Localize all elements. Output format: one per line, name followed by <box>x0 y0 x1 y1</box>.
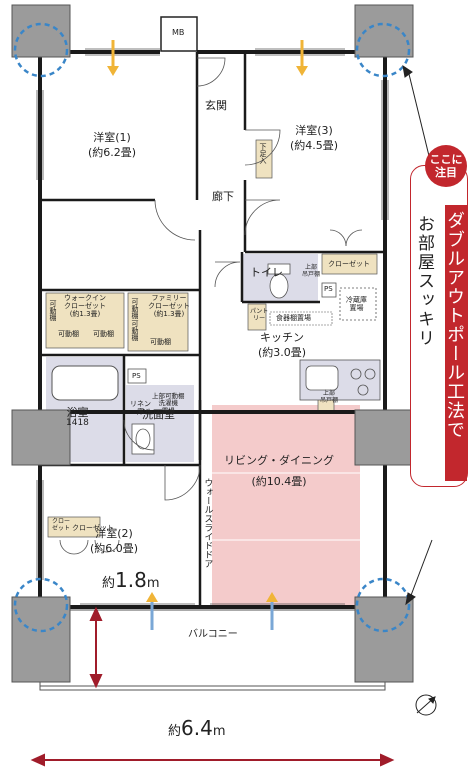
ps-box-wash <box>127 368 147 384</box>
toilet-icon <box>267 263 291 299</box>
walkin-shelf-label: 可動棚 <box>49 300 58 321</box>
fridge-label: 冷蔵庫 置場 <box>346 296 367 313</box>
walkin-shelf-bottom-1: 可動棚 <box>58 330 79 338</box>
bathtub <box>51 365 119 401</box>
callout-title: ダブルアウトポール工法で <box>445 205 467 481</box>
washer-label: 上部可動棚 洗濯機 置場 <box>152 392 185 415</box>
closet2-area <box>47 516 101 538</box>
linen-label: リネン 庫 <box>130 400 151 417</box>
room-washroom: 洗面室 <box>142 408 175 421</box>
dish-shelf-box <box>269 311 333 326</box>
basin-icon <box>131 423 155 455</box>
shoe-cabinet-label: 下足入 <box>259 143 268 164</box>
room-western1: 洋室(1) (約6.2畳) <box>88 131 137 159</box>
fridge-box <box>339 287 377 321</box>
ps-label-wash: PS <box>132 372 141 380</box>
dimension-lines <box>30 606 395 767</box>
pantry-label: パント リー <box>250 308 269 322</box>
wall-slide-door-label: ウォールスライドドア <box>202 478 213 568</box>
outpole-circles <box>13 22 411 633</box>
mb-label: MB <box>172 28 185 37</box>
closet2-short-label: クロー ゼット <box>52 518 71 532</box>
room-balcony: バルコニー <box>188 629 238 640</box>
room-kitchen: キッチン (約3.0畳) <box>258 331 307 359</box>
callout-subtitle: お部屋スッキリ <box>414 215 434 348</box>
room-hallway: 廊下 <box>212 190 234 203</box>
pantry-area <box>247 303 267 331</box>
ps-label-kitchen: PS <box>324 285 333 293</box>
closet2-label: クローゼット <box>72 524 114 532</box>
kitchen-shelf-label: 上部 吊戸棚 <box>320 390 339 404</box>
compass-north-icon <box>415 694 437 716</box>
ps-box-kitchen <box>321 282 337 298</box>
airflow-arrow-icon <box>107 40 308 630</box>
stove-icon <box>350 368 376 396</box>
room-entrance: 玄関 <box>205 99 227 112</box>
width-dimension: 約6.4m <box>168 716 226 740</box>
walkin-closet-area <box>45 292 125 349</box>
walkin-shelf-bottom-2: 可動棚 <box>93 330 114 338</box>
callout-badge: ここに 注目 <box>425 145 467 187</box>
living-dining-area <box>212 405 360 605</box>
family-shelf-label-1: 可動棚 <box>131 298 140 319</box>
door-swings <box>59 57 363 555</box>
family-shelf-label-2: 可動棚 <box>131 320 140 341</box>
toilet-shelf-label: 上部 吊戸棚 <box>302 264 321 278</box>
room-western3: 洋室(3) (約4.5畳) <box>290 124 339 152</box>
room-western2: 洋室(2) (約6.0畳) <box>90 527 139 555</box>
room-bath: 浴室 1418 <box>66 406 89 429</box>
family-closet-label: ファミリー クローゼット (約1.3畳) <box>148 294 190 319</box>
mb-box <box>160 16 198 52</box>
callout-leaders <box>402 64 433 606</box>
outer-walls <box>38 50 387 609</box>
dish-shelf-label: 食器棚置場 <box>276 314 311 322</box>
balcony-depth-dimension: 約1.8m <box>102 568 160 592</box>
walkin-closet-label: ウォークイン クローゼット (約1.3畳) <box>64 294 106 319</box>
sink <box>305 365 339 391</box>
family-closet-area <box>127 292 189 352</box>
room-toilet: トイレ <box>250 266 283 279</box>
family-shelf-bottom: 可動棚 <box>150 338 171 346</box>
room-living: リビング・ダイニング (約10.4畳) <box>224 454 334 488</box>
closet3-label: クローゼット <box>328 260 370 268</box>
closet3-area <box>321 253 378 275</box>
